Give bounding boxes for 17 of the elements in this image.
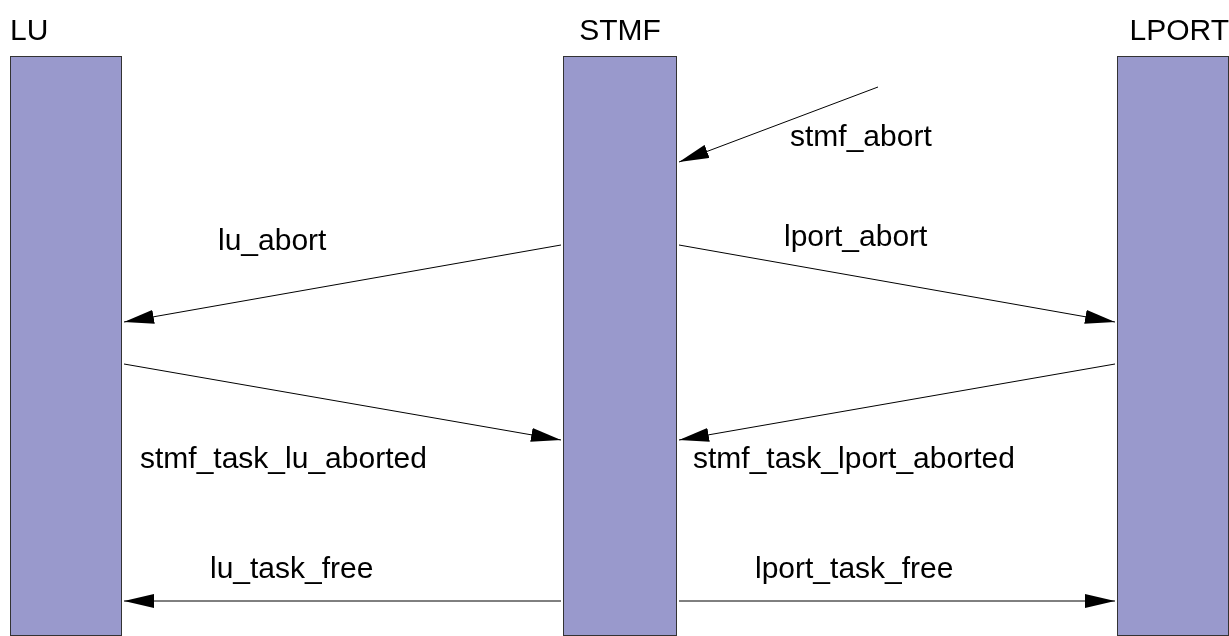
arrow bbox=[678, 86, 879, 163]
arrow bbox=[678, 244, 1116, 324]
edge-label: stmf_abort bbox=[790, 118, 932, 154]
lifeline-heading: STMF bbox=[578, 12, 662, 48]
arrow bbox=[123, 363, 562, 442]
lifeline-heading: LU bbox=[10, 12, 50, 48]
edge-label: lu_task_free bbox=[210, 550, 374, 586]
arrow bbox=[123, 594, 562, 608]
edge-label: lport_abort bbox=[784, 218, 928, 254]
arrow bbox=[123, 244, 562, 324]
edge-label: lport_task_free bbox=[755, 550, 954, 586]
arrow bbox=[678, 594, 1116, 608]
arrow bbox=[678, 363, 1116, 442]
edge-label: lu_abort bbox=[218, 222, 327, 258]
lifeline-heading: LPORT bbox=[1128, 12, 1229, 48]
edge-label: stmf_task_lu_aborted bbox=[140, 440, 427, 476]
edge-label: stmf_task_lport_aborted bbox=[693, 440, 1015, 476]
